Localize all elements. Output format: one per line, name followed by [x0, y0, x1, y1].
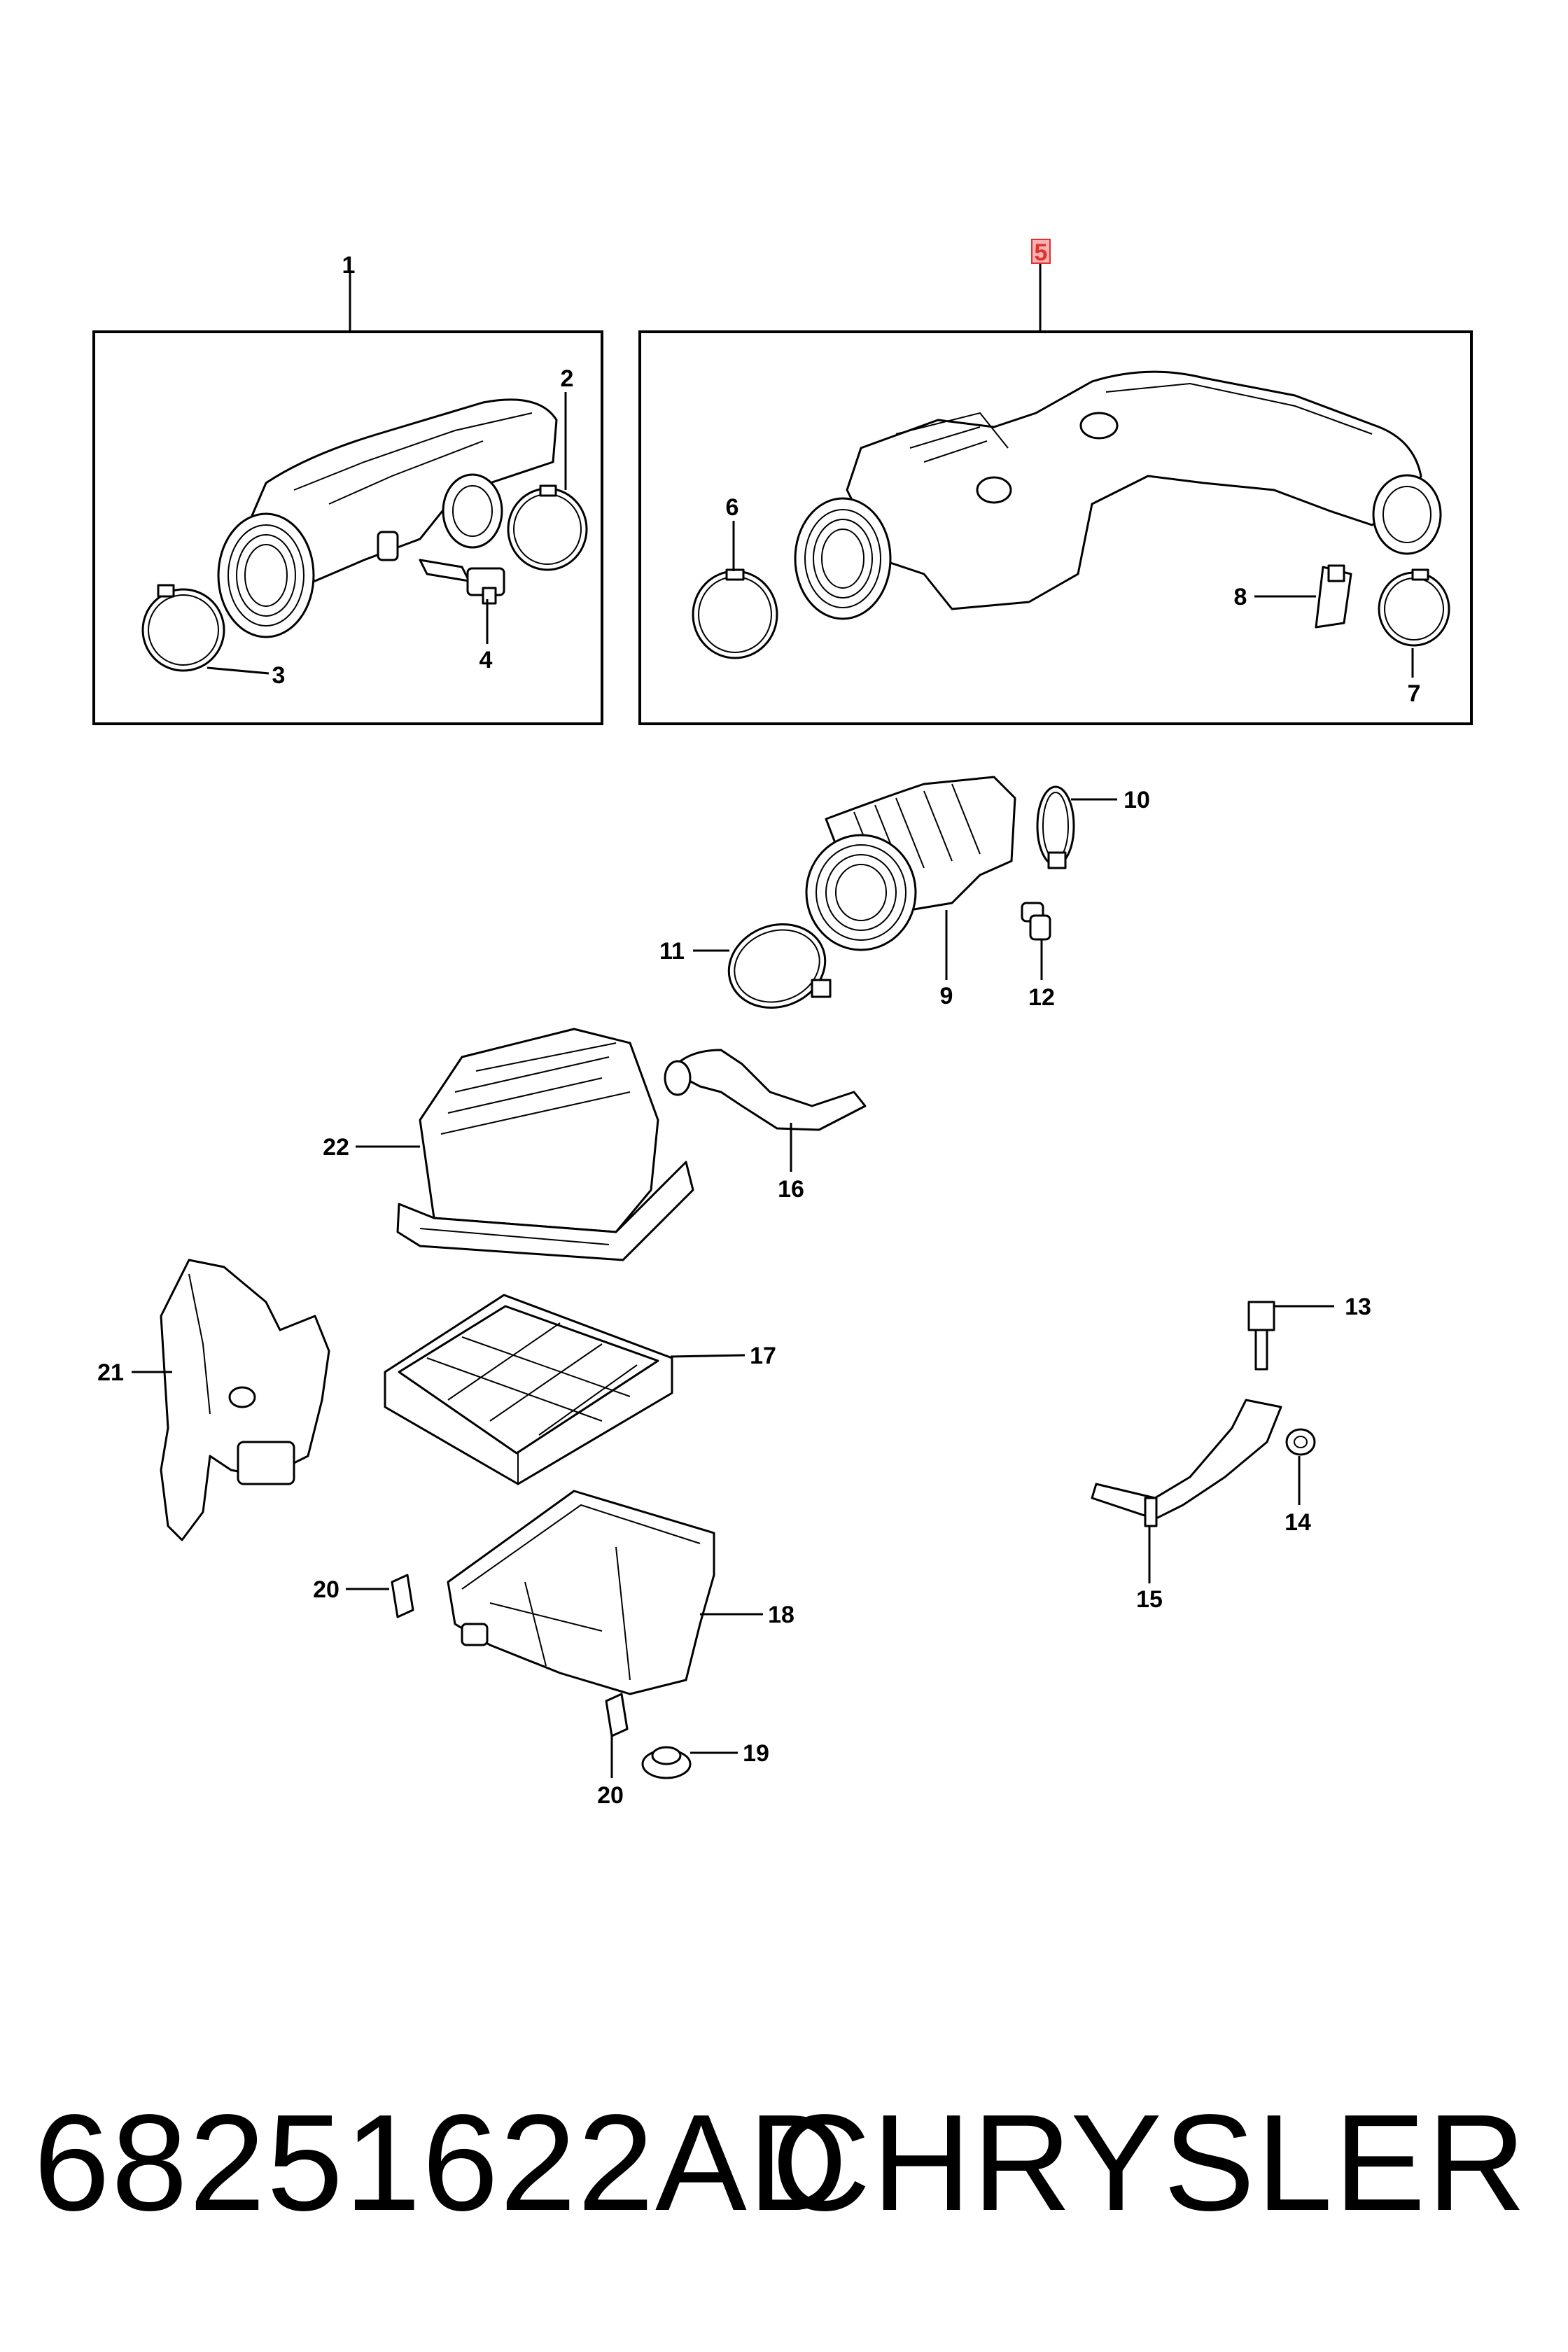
part-15-bracket [1091, 1399, 1282, 1527]
part-7-clamp [1378, 568, 1450, 647]
group-box-1 [92, 330, 603, 725]
callout-4: 4 [479, 647, 493, 673]
part-11-clamp [727, 923, 832, 1009]
callout-8: 8 [1234, 584, 1247, 610]
part-18-housing [447, 1490, 715, 1695]
part-6-clamp [692, 568, 778, 659]
callout-11: 11 [659, 938, 685, 965]
callout-20b: 20 [597, 1782, 624, 1809]
callout-1: 1 [342, 252, 356, 279]
leader-3 [206, 666, 270, 675]
part-4-sensor [419, 559, 505, 605]
part-16-tube [664, 1049, 867, 1131]
callout-5-highlight [1031, 239, 1051, 264]
callout-5: 5 [1035, 239, 1048, 266]
callout-15: 15 [1136, 1586, 1163, 1613]
part-14-nut [1285, 1428, 1316, 1456]
part-8-sensor [1315, 564, 1352, 629]
part-20-clip-b [605, 1693, 629, 1737]
part-22-cover [396, 1028, 694, 1261]
brand-name: CHRYSLER [771, 2086, 1527, 2239]
part-20-clip-a [391, 1574, 414, 1618]
callout-21: 21 [97, 1359, 124, 1386]
callout-19: 19 [743, 1740, 769, 1767]
part-1-air-duct [217, 398, 558, 638]
leader-17 [670, 1354, 746, 1358]
callout-2: 2 [561, 365, 574, 392]
part-17-filter [384, 1294, 673, 1485]
callout-12: 12 [1028, 984, 1055, 1011]
part-13-bolt [1247, 1301, 1275, 1371]
part-10-clamp [1036, 785, 1075, 869]
part-12-sensor [1021, 902, 1051, 941]
callout-22: 22 [323, 1134, 349, 1161]
group-box-5 [638, 330, 1473, 725]
part-9-hose [805, 776, 1016, 951]
callout-14: 14 [1284, 1509, 1311, 1536]
callout-18: 18 [768, 1602, 794, 1628]
callout-13: 13 [1345, 1294, 1371, 1320]
callout-3: 3 [272, 662, 286, 689]
callout-17: 17 [750, 1343, 776, 1369]
part-2-clamp [507, 484, 588, 571]
part-number: 68251622AD [34, 2086, 849, 2239]
footer: 68251622AD CHRYSLER [0, 2093, 1568, 2233]
callout-6: 6 [726, 494, 739, 521]
callout-9: 9 [940, 983, 953, 1009]
part-3-clamp [141, 584, 225, 672]
callout-16: 16 [778, 1176, 804, 1203]
part-21-inlet-duct [160, 1259, 330, 1541]
callout-7: 7 [1408, 680, 1421, 707]
part-5-air-duct [794, 370, 1442, 620]
part-19-grommet [641, 1746, 692, 1779]
callout-10: 10 [1124, 787, 1150, 813]
callout-20a: 20 [313, 1576, 340, 1603]
